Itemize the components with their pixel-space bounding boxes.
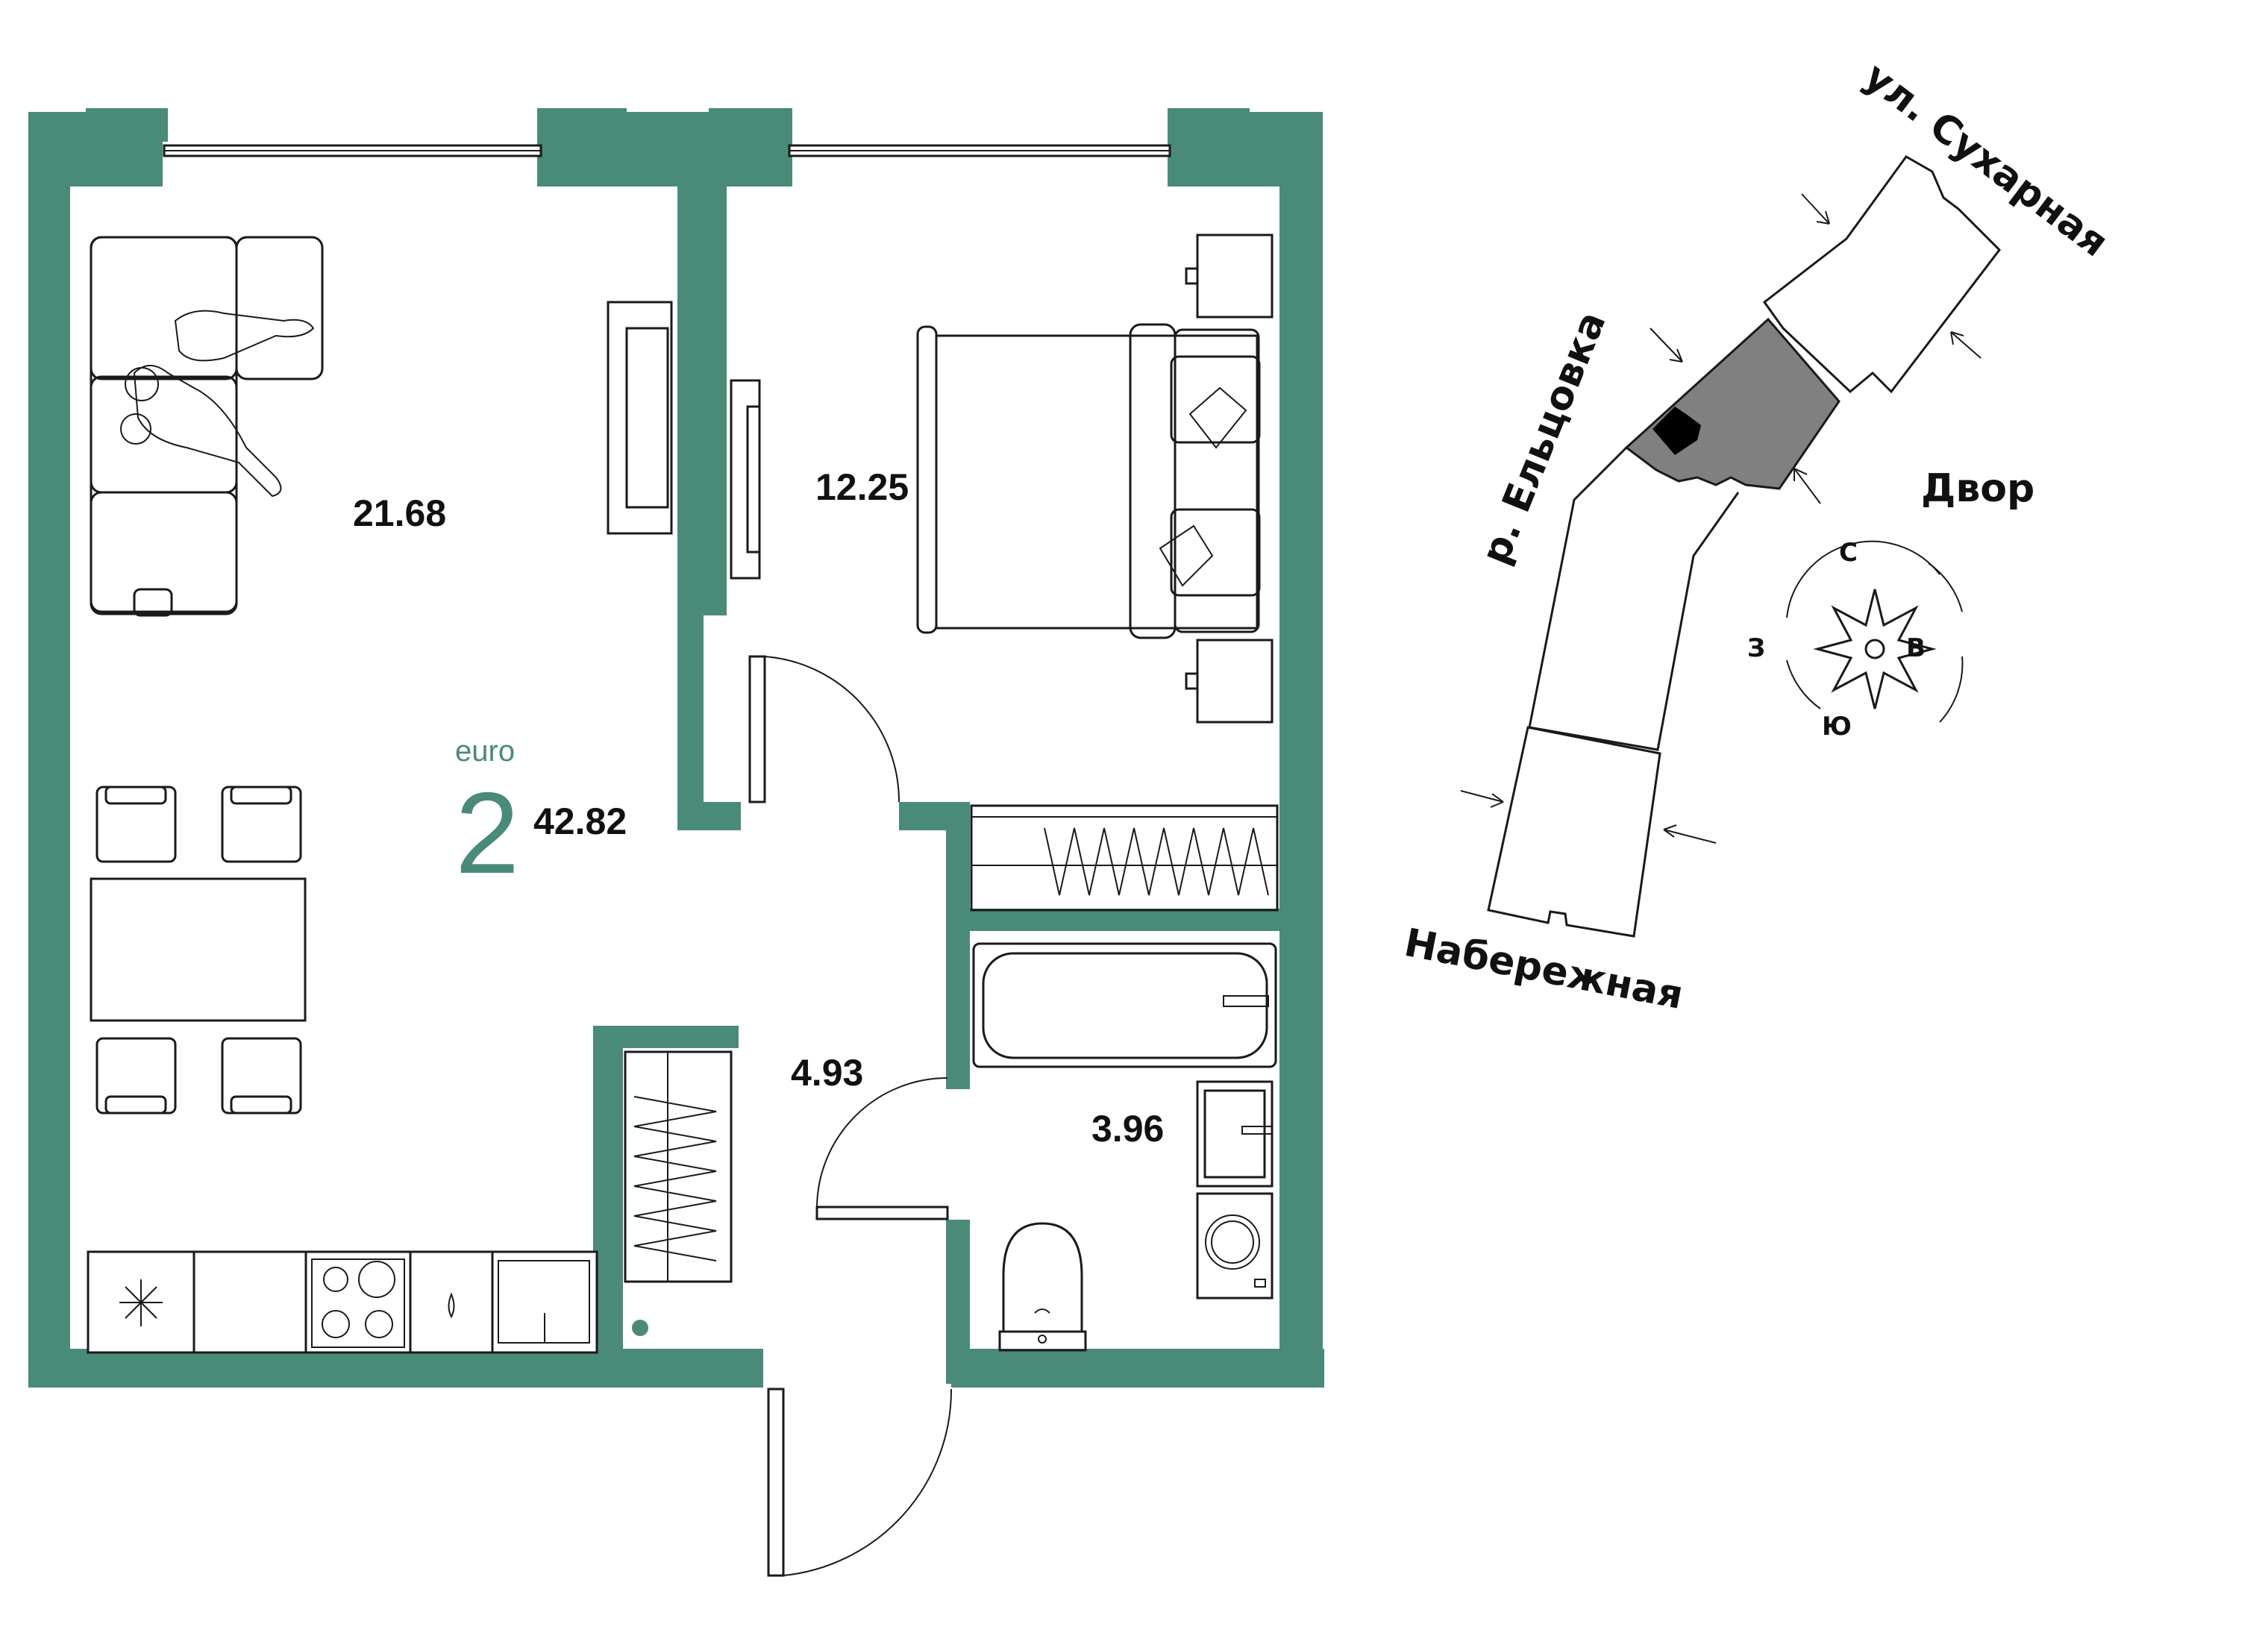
bedroom-area: 12.25 (815, 466, 909, 508)
courtyard-label: Двор (1921, 466, 2034, 511)
apartment-location-marker (1653, 407, 1701, 455)
windows (163, 144, 1171, 157)
bed-icon (916, 323, 1261, 639)
street-label-sukharnaya: ул. Сухарная (1855, 54, 2116, 266)
apartment-type-label: euro (455, 735, 515, 768)
walls (28, 108, 1324, 1388)
toilet-icon (998, 1222, 1087, 1352)
dining-set-icon (90, 786, 307, 1115)
compass-east: В (1906, 633, 1926, 663)
kitchen-counter-icon (87, 1250, 598, 1354)
sofa-icon (90, 236, 324, 617)
hallway-door-icon (815, 1077, 949, 1220)
river-label-eltsovka: р. Ельцовка (1473, 305, 1614, 570)
hallway-area: 4.93 (791, 1052, 863, 1094)
wardrobe-icon (970, 804, 1279, 912)
site-plan: ул. Сухарная р. Ельцовка Набережная Двор… (1401, 54, 2117, 1018)
washing-machine-icon (1196, 1192, 1274, 1300)
bedroom-door-icon (748, 655, 900, 803)
entrance-door-icon (767, 1388, 953, 1577)
compass-north: С (1839, 538, 1858, 568)
bathtub-icon (972, 942, 1277, 1068)
compass-west: З (1747, 633, 1765, 663)
bathroom-area: 3.96 (1091, 1108, 1164, 1150)
street-label-naberezhnaya: Набережная (1401, 921, 1687, 1018)
compass-icon: С Ю З В (1747, 538, 1964, 742)
room-count: 2 (455, 768, 519, 897)
highlighted-building (1624, 317, 1841, 490)
compass-south: Ю (1822, 712, 1852, 742)
entrance-arrow-icon (1460, 193, 1982, 844)
tv-icon (607, 301, 761, 580)
total-area: 42.82 (533, 800, 627, 842)
hallway-wardrobe-icon (624, 1050, 733, 1336)
hob-icon (311, 1258, 405, 1348)
sink-icon (498, 1260, 590, 1344)
freezer-icon (119, 1279, 163, 1326)
living-room-area: 21.68 (353, 492, 446, 534)
washbasin-icon (1196, 1080, 1274, 1188)
nightstand-icon (1185, 233, 1274, 724)
